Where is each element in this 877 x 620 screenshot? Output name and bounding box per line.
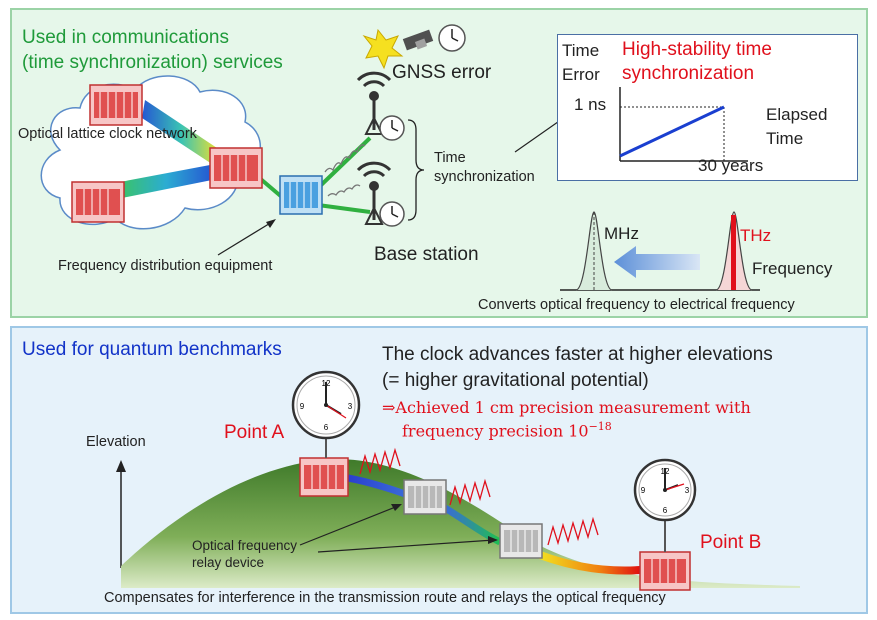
chart-y-label-line2: Error	[562, 65, 600, 84]
relay-label-line1: Optical frequency	[192, 538, 298, 553]
network-label: Optical lattice clock network	[18, 126, 197, 142]
base-station-label: Base station	[374, 244, 479, 265]
mhz-label: MHz	[604, 224, 639, 243]
signal-wave	[547, 516, 599, 546]
chart-x-value-label: 30 years	[698, 156, 764, 175]
signal-wave	[449, 478, 491, 506]
frequency-distribution-label: Frequency distribution equipment	[58, 258, 273, 274]
elevation-label: Elevation	[86, 434, 146, 450]
chart-title-line2: synchronization	[622, 63, 755, 84]
svg-text:6: 6	[324, 423, 329, 432]
optical-lattice-clock-icon	[89, 84, 143, 126]
svg-text:3: 3	[685, 486, 690, 495]
optical-lattice-clock-icon	[299, 457, 349, 497]
time-sync-label-line1: Time	[434, 150, 466, 166]
wireless-wave	[324, 144, 366, 173]
bottom-caption: Compensates for interference in the tran…	[104, 590, 666, 606]
svg-text:9: 9	[641, 486, 646, 495]
fiber-link-1	[142, 100, 220, 168]
achieved-line2: frequency precision 10−18	[402, 420, 612, 440]
headline-line2: (= higher gravitational potential)	[382, 370, 649, 391]
chart-title-line1: High-stability time	[622, 39, 772, 60]
optical-lattice-clock-icon	[71, 181, 125, 223]
relay-device-icon	[499, 523, 543, 559]
svg-text:3: 3	[348, 402, 353, 411]
point-a-label: Point A	[224, 422, 285, 443]
wireless-wave	[327, 184, 361, 197]
signal-wave	[359, 447, 401, 475]
converts-caption: Converts optical frequency to electrical…	[478, 297, 795, 313]
clock-icon	[379, 115, 405, 141]
svg-text:6: 6	[663, 506, 668, 515]
achieved-exponent: −18	[588, 420, 612, 433]
chart-value-label: 1 ns	[574, 95, 607, 114]
antenna-icon	[356, 161, 392, 225]
chart-y-label-line1: Time	[562, 41, 600, 60]
clock-icon	[379, 201, 405, 227]
clock-icon	[438, 24, 466, 52]
point-b-label: Point B	[700, 532, 762, 553]
achieved-line1: ⇒Achieved 1 cm precision measurement wit…	[382, 398, 751, 417]
chart-x-label-line1: Elapsed	[766, 105, 828, 124]
frequency-distribution-equipment-icon	[279, 175, 323, 215]
time-error-chart: Time Error High-stability time synchroni…	[557, 34, 858, 181]
time-sync-label-line2: synchronization	[434, 169, 535, 185]
time-error-line	[619, 105, 725, 158]
hill-illustration	[121, 459, 800, 588]
communications-title-line2: (time synchronization) services	[22, 52, 283, 73]
fiber-link-2	[120, 165, 212, 198]
frequency-axis-label: Frequency	[752, 259, 833, 278]
chart-x-label-line2: Time	[766, 129, 804, 148]
relay-label-line2: relay device	[192, 555, 265, 570]
clock-icon: 12 3 6 9	[633, 458, 697, 552]
gnss-error-label: GNSS error	[392, 62, 492, 83]
antenna-icon	[356, 71, 392, 135]
optical-lattice-clock-icon	[209, 147, 263, 189]
svg-text:9: 9	[300, 402, 305, 411]
optical-lattice-clock-icon	[639, 551, 691, 591]
achieved-line2-main: frequency precision 10	[402, 421, 589, 441]
clock-icon: 12 3 6 9	[291, 370, 361, 458]
relay-device-icon	[403, 479, 447, 515]
headline-line1: The clock advances faster at higher elev…	[382, 344, 773, 365]
quantum-benchmarks-title: Used for quantum benchmarks	[22, 339, 282, 360]
satellite-icon	[362, 28, 434, 70]
communications-title-line1: Used in communications	[22, 27, 229, 48]
sync-brace	[407, 119, 425, 221]
conversion-arrow	[614, 246, 700, 278]
thz-label: THz	[740, 226, 772, 245]
